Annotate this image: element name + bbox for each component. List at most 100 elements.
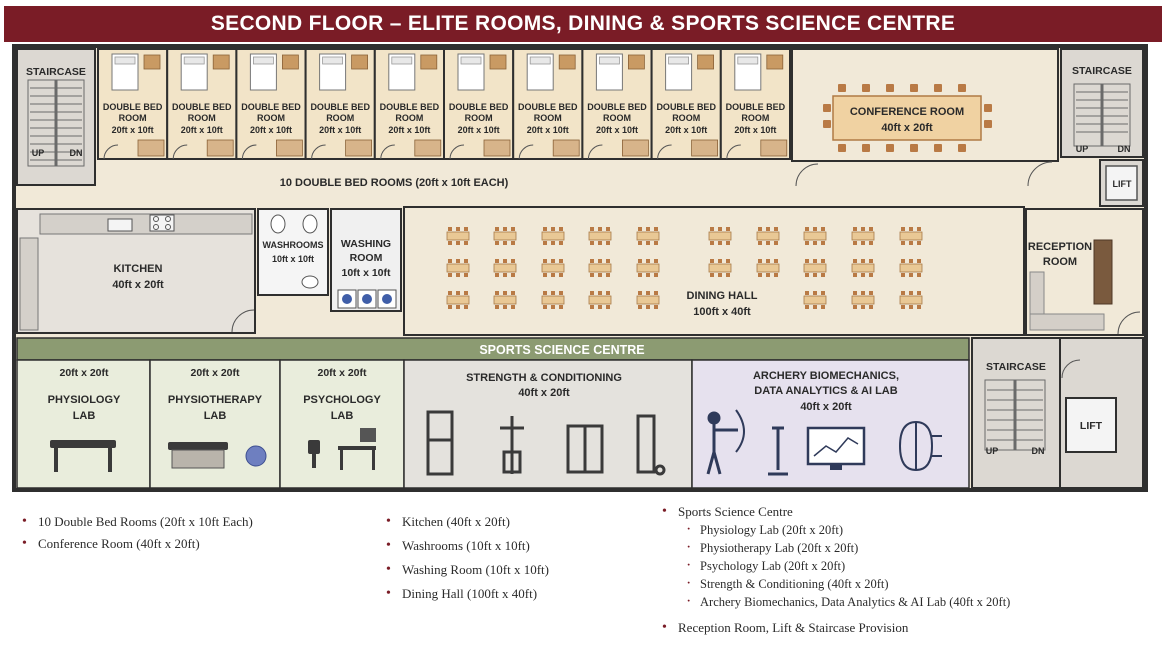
physiotherapy-label-2: LAB bbox=[204, 410, 227, 422]
conference-door-swing bbox=[795, 163, 819, 187]
kitchen-size: 40ft x 20ft bbox=[112, 279, 164, 291]
bedroom-size: 20ft x 10ft bbox=[250, 125, 292, 135]
desk-icon bbox=[489, 54, 507, 70]
therapy-table-icon bbox=[168, 442, 228, 469]
legend-item: Dining Hall (100ft x 40ft) bbox=[384, 586, 549, 602]
legend-sub-item: Psychology Lab (20ft x 20ft) bbox=[660, 557, 1010, 575]
bedroom-size: 20ft x 10ft bbox=[181, 125, 223, 135]
legend-item: Reception Room, Lift & Staircase Provisi… bbox=[660, 620, 1010, 636]
legend-column-1: 10 Double Bed Rooms (20ft x 10ft Each) C… bbox=[20, 514, 253, 558]
bedroom-label-2: ROOM bbox=[395, 113, 423, 123]
bedroom-size: 20ft x 10ft bbox=[388, 125, 430, 135]
sports-header-label: SPORTS SCIENCE CENTRE bbox=[479, 343, 644, 357]
dining-table bbox=[803, 291, 827, 309]
physiology-size: 20ft x 20ft bbox=[59, 367, 109, 379]
kitchen-door-swing bbox=[231, 309, 255, 333]
desk-chair-icon bbox=[308, 428, 376, 470]
staircase-right-up: UP bbox=[1076, 144, 1089, 154]
desk-icon bbox=[697, 54, 714, 70]
desk-icon bbox=[212, 54, 230, 70]
dining-table bbox=[851, 259, 875, 277]
staircase-left-label: STAIRCASE bbox=[26, 66, 86, 78]
bedroom-label-1: DOUBLE BED bbox=[241, 102, 301, 112]
legend-item: Washrooms (10ft x 10ft) bbox=[384, 538, 549, 554]
bedroom-label-1: DOUBLE BED bbox=[587, 102, 647, 112]
dining-table bbox=[588, 291, 612, 309]
bedroom-label-2: ROOM bbox=[465, 113, 493, 123]
tripod-sensor-icon bbox=[768, 426, 788, 476]
bedroom-size: 20ft x 10ft bbox=[112, 125, 154, 135]
psychology-label-2: LAB bbox=[331, 410, 354, 422]
washing-room-size: 10ft x 10ft bbox=[341, 267, 391, 279]
staircase-left-up: UP bbox=[32, 148, 45, 158]
psychology-label-1: PSYCHOLOGY bbox=[303, 394, 381, 406]
wardrobe-icon bbox=[414, 139, 442, 157]
bedroom-door-swing bbox=[103, 144, 119, 160]
dining-table bbox=[636, 291, 660, 309]
wardrobe-icon bbox=[206, 139, 234, 157]
bedroom-size: 20ft x 10ft bbox=[596, 125, 638, 135]
pillow-icon bbox=[460, 56, 482, 65]
physiology-lab-area bbox=[16, 359, 151, 489]
washing-room-label-2: ROOM bbox=[350, 252, 383, 264]
lift-door-swing bbox=[1061, 359, 1081, 379]
washrooms-size: 10ft x 10ft bbox=[272, 254, 314, 264]
staircase-lower-up: UP bbox=[986, 446, 999, 456]
dining-table bbox=[899, 227, 923, 245]
pillow-icon bbox=[252, 56, 274, 65]
legend-column-2: Kitchen (40ft x 20ft) Washrooms (10ft x … bbox=[384, 514, 549, 610]
dining-table bbox=[756, 259, 780, 277]
bedroom-door-swing bbox=[311, 144, 326, 160]
bedroom-label-2: ROOM bbox=[603, 113, 631, 123]
dining-table bbox=[446, 291, 470, 309]
bedroom-door-swing bbox=[657, 144, 672, 160]
dining-table bbox=[493, 227, 517, 245]
archery-size: 40ft x 20ft bbox=[800, 401, 852, 413]
dining-table bbox=[541, 291, 565, 309]
staircase-right-steps bbox=[1073, 83, 1131, 147]
kitchen-stove-icon bbox=[149, 214, 175, 232]
conference-room-size: 40ft x 20ft bbox=[881, 122, 933, 134]
dining-table bbox=[493, 291, 517, 309]
legend-heading: Sports Science Centre bbox=[660, 504, 1010, 520]
physiology-label-1: PHYSIOLOGY bbox=[48, 394, 121, 406]
wardrobe-icon bbox=[622, 139, 649, 157]
gym-equipment-icons bbox=[426, 410, 666, 476]
bedroom-size: 20ft x 10ft bbox=[458, 125, 500, 135]
bedroom-label-2: ROOM bbox=[534, 113, 562, 123]
bedroom-label-2: ROOM bbox=[326, 113, 354, 123]
bedroom-size: 20ft x 10ft bbox=[527, 125, 569, 135]
kitchen-sink-icon bbox=[107, 218, 133, 232]
bedroom-door-swing bbox=[241, 144, 257, 160]
staircase-lower-steps bbox=[984, 379, 1046, 451]
exercise-ball-icon bbox=[245, 445, 267, 467]
physiotherapy-label-1: PHYSIOTHERAPY bbox=[168, 394, 263, 406]
reception-sofa bbox=[1029, 313, 1105, 331]
kitchen-counter-top bbox=[39, 213, 253, 235]
archer-icon bbox=[706, 409, 745, 475]
staircase-lower-label: STAIRCASE bbox=[986, 361, 1046, 373]
staircase-right-dn: DN bbox=[1118, 144, 1131, 154]
bedroom-label-1: DOUBLE BED bbox=[103, 102, 163, 112]
bedroom-door-swing bbox=[726, 144, 741, 160]
legend-item: Washing Room (10ft x 10ft) bbox=[384, 562, 549, 578]
bedroom-label-2: ROOM bbox=[741, 113, 769, 123]
dining-table bbox=[803, 259, 827, 277]
dining-table bbox=[708, 227, 732, 245]
bedroom-label-2: ROOM bbox=[257, 113, 285, 123]
bedroom-label-1: DOUBLE BED bbox=[449, 102, 509, 112]
strength-size: 40ft x 20ft bbox=[518, 387, 570, 399]
reception-door-swing bbox=[1117, 311, 1141, 335]
wardrobe-icon bbox=[275, 139, 303, 157]
treadmill-bench-icon bbox=[50, 440, 116, 472]
dining-hall-size: 100ft x 40ft bbox=[693, 306, 751, 318]
desk-icon bbox=[143, 54, 161, 70]
conference-room-label: CONFERENCE ROOM bbox=[850, 106, 964, 118]
washing-machine-icons bbox=[337, 289, 397, 309]
